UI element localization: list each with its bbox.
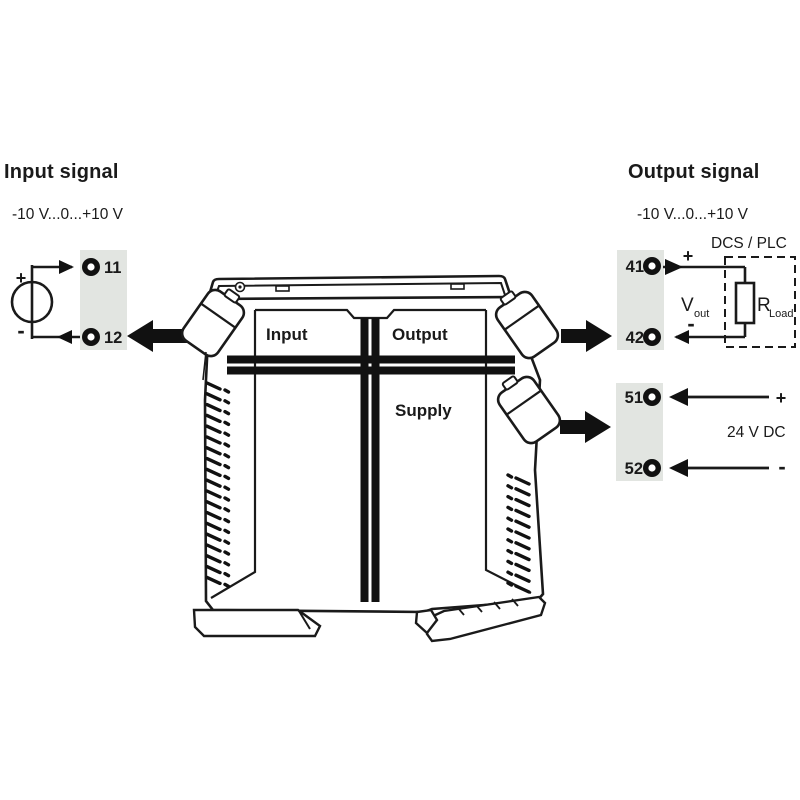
wire-arrowhead-to-51 <box>669 388 688 406</box>
supply-wires <box>684 395 769 470</box>
wire-arrowhead-from-12 <box>57 330 72 344</box>
terminal-42-number: 42 <box>626 329 644 347</box>
terminal-52-number: 52 <box>625 460 643 478</box>
supply-minus-label: - <box>778 454 785 479</box>
output-signal-range: -10 V...0...+10 V <box>637 206 749 223</box>
clamp-lever-line <box>202 351 207 381</box>
wire-arrowhead-to-42 <box>674 330 689 344</box>
dcs-plc-label: DCS / PLC <box>711 235 787 252</box>
terminal-11-number: 11 <box>104 259 121 277</box>
module-input-label: Input <box>266 325 308 344</box>
rload-subscript: Load <box>769 308 793 320</box>
supply-plus-label: + <box>776 388 787 408</box>
signal-flow-arrow-input <box>127 320 191 352</box>
isolation-cross <box>227 318 515 602</box>
terminal-12: 12 <box>82 328 122 347</box>
vout-subscript: out <box>694 308 709 320</box>
output-plus-label: + <box>683 246 694 266</box>
module-supply-label: Supply <box>395 401 452 420</box>
din-rail-foot <box>192 595 547 643</box>
terminal-41: 41 <box>626 257 661 276</box>
source-plus-label: + <box>16 268 27 288</box>
dcs-plc-dashed-box <box>724 256 796 348</box>
output-signal-title: Output signal <box>628 161 760 183</box>
rload-symbol: R <box>757 295 771 316</box>
terminal-42: 42 <box>626 328 661 347</box>
module-top-cap <box>206 274 513 301</box>
input-signal-range: -10 V...0...+10 V <box>12 206 124 223</box>
module-output-label: Output <box>392 325 448 344</box>
terminal-51-number: 51 <box>625 389 643 407</box>
source-minus-label: - <box>17 318 24 343</box>
load-circuit <box>663 265 756 339</box>
module-housing: Input Output Supply <box>177 274 565 643</box>
load-resistor <box>734 281 756 325</box>
cap-latch-right <box>450 283 465 290</box>
signal-flow-arrow-supply <box>560 411 611 443</box>
wire-arrowhead-to-11 <box>59 260 74 274</box>
cap-latch-left <box>275 285 290 292</box>
terminal-52: 52 <box>625 459 661 478</box>
terminal-51: 51 <box>625 388 661 407</box>
supply-voltage-label: 24 V DC <box>727 424 786 441</box>
input-signal-title: Input signal <box>4 161 119 183</box>
foot-hatch-marks <box>457 598 519 616</box>
wire-arrowhead-to-52 <box>669 459 688 477</box>
output-minus-label: - <box>687 311 694 336</box>
terminal-11: 11 <box>82 258 121 277</box>
terminal-41-number: 41 <box>626 258 644 276</box>
terminal-12-number: 12 <box>104 329 122 347</box>
signal-flow-arrow-output <box>561 320 612 352</box>
wire-arrowhead-from-41 <box>665 259 683 275</box>
vout-symbol: V <box>681 295 694 316</box>
source-circle <box>10 280 54 324</box>
